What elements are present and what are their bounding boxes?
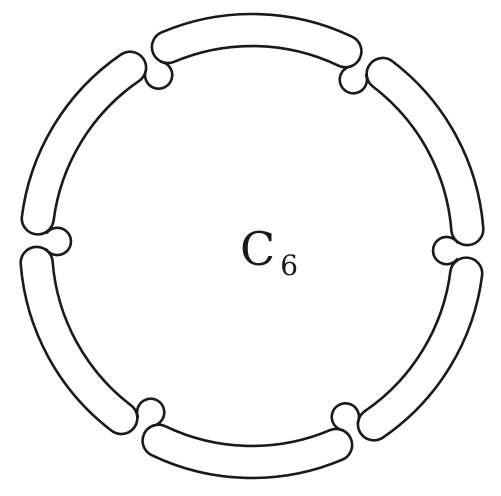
chain-link	[143, 425, 353, 478]
chain-link	[367, 58, 484, 245]
link-junction-loop	[433, 237, 457, 264]
link-junction-loop	[47, 228, 71, 255]
diagram-label: C 6	[240, 222, 298, 282]
diagram-label-subscript: 6	[280, 249, 298, 282]
chain-link	[22, 52, 146, 235]
diagram-label-main: C	[240, 222, 275, 276]
chain-link	[152, 14, 361, 67]
link-junction-loop	[340, 66, 367, 93]
chain-link	[21, 247, 138, 434]
link-junction-loop	[137, 399, 164, 426]
link-junction-loop	[145, 62, 172, 89]
chain-link	[358, 258, 482, 441]
link-junction-loop	[332, 403, 359, 430]
